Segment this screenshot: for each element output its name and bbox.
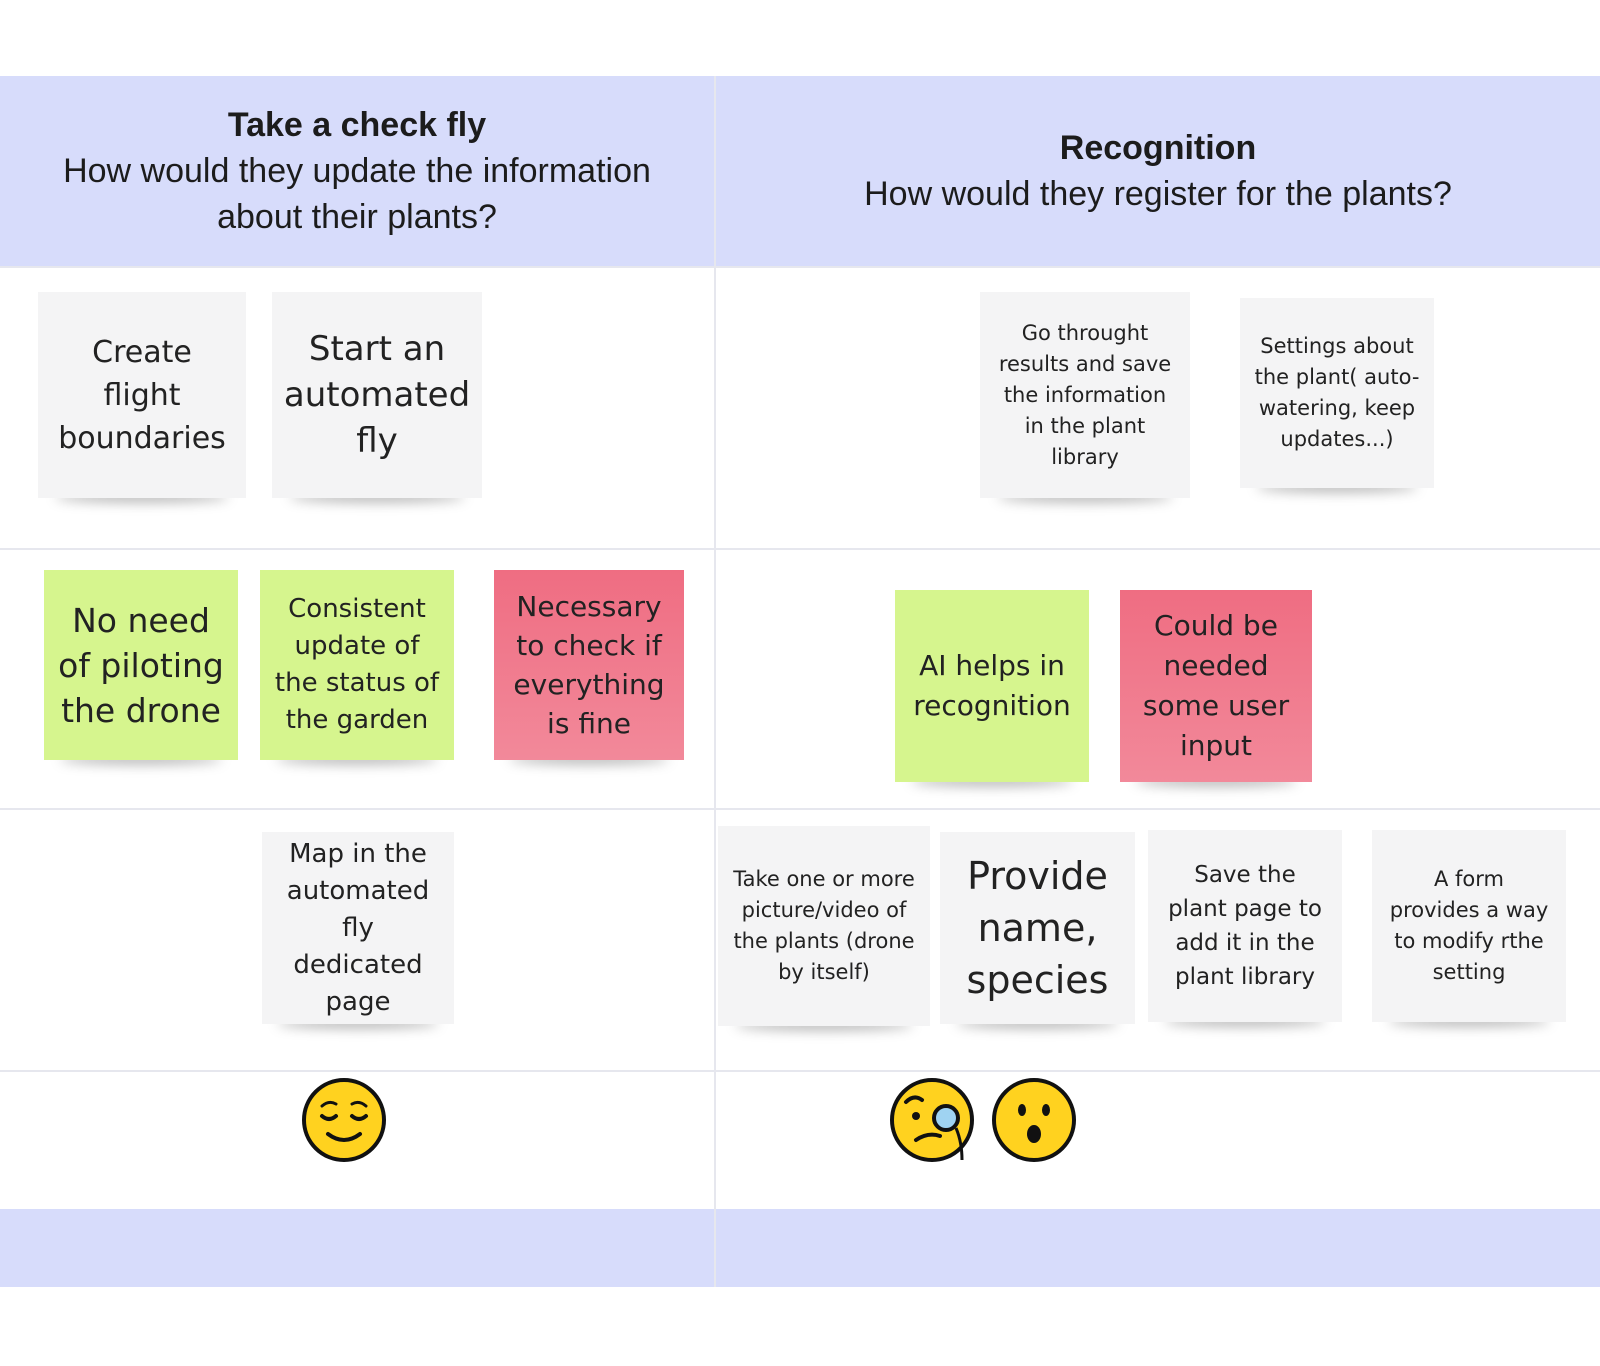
- row-divider: [0, 266, 1600, 268]
- column-header-recognition: Recognition How would they register for …: [716, 76, 1600, 266]
- sticky-note-text: Create flight boundaries: [58, 334, 226, 456]
- sticky-note-text: Go throught results and save the informa…: [998, 320, 1172, 469]
- sticky-note-text: No need of piloting the drone: [58, 600, 224, 730]
- column-footer: [0, 1209, 714, 1287]
- sticky-note-take-picture[interactable]: Take one or more picture/video of the pl…: [718, 826, 930, 1026]
- sticky-note-save-plant-page[interactable]: Save the plant page to add it in the pla…: [1148, 830, 1342, 1022]
- sticky-note-text: Could be needed some user input: [1142, 609, 1290, 762]
- sticky-note-text: Provide name, species: [966, 854, 1109, 1002]
- column-divider: [714, 76, 716, 1287]
- sticky-note-start-automated-fly[interactable]: Start an automated fly: [272, 292, 482, 498]
- column-title: Recognition: [1059, 129, 1257, 167]
- hushed-face-icon: [992, 1078, 1076, 1162]
- sticky-note-text: Necessary to check if everything is fine: [513, 590, 665, 740]
- sticky-note-map-in-automated-fly[interactable]: Map in the automated fly dedicated page: [262, 832, 454, 1024]
- sticky-note-could-be-needed[interactable]: Could be needed some user input: [1120, 590, 1312, 782]
- relieved-face-icon: [302, 1078, 386, 1162]
- sticky-note-text: Save the plant page to add it in the pla…: [1168, 862, 1322, 990]
- journey-board: Take a check fly How would they update t…: [0, 76, 1600, 1287]
- sticky-note-text: Map in the automated fly dedicated page: [286, 838, 430, 1017]
- sticky-note-text: Take one or more picture/video of the pl…: [733, 867, 915, 984]
- sticky-note-text: A form provides a way to modify rthe set…: [1389, 867, 1549, 984]
- sticky-note-form-provides-way[interactable]: A form provides a way to modify rthe set…: [1372, 830, 1566, 1022]
- sticky-note-provide-name-species[interactable]: Provide name, species: [940, 832, 1135, 1024]
- column-header-check-fly: Take a check fly How would they update t…: [0, 76, 714, 266]
- row-divider: [0, 548, 1600, 550]
- face-with-monocle-icon: [890, 1078, 974, 1162]
- sticky-note-create-flight-boundaries[interactable]: Create flight boundaries: [38, 292, 246, 498]
- sticky-note-no-need-of-piloting[interactable]: No need of piloting the drone: [44, 570, 238, 760]
- sticky-note-ai-helps[interactable]: AI helps in recognition: [895, 590, 1089, 782]
- sticky-note-text: Start an automated fly: [283, 329, 471, 461]
- row-divider: [0, 1070, 1600, 1072]
- sticky-note-text: Settings about the plant( auto-watering,…: [1254, 334, 1420, 451]
- sticky-note-text: Consistent update of the status of the g…: [274, 594, 440, 735]
- sticky-note-settings-about-plant[interactable]: Settings about the plant( auto-watering,…: [1240, 298, 1434, 488]
- sticky-note-go-through-results[interactable]: Go throught results and save the informa…: [980, 292, 1190, 498]
- column-footer: [716, 1209, 1600, 1287]
- row-divider: [0, 808, 1600, 810]
- sticky-note-text: AI helps in recognition: [913, 649, 1071, 722]
- sticky-note-necessary-to-check[interactable]: Necessary to check if everything is fine: [494, 570, 684, 760]
- sticky-note-consistent-update[interactable]: Consistent update of the status of the g…: [260, 570, 454, 760]
- column-title: Take a check fly: [227, 106, 487, 144]
- column-subtitle: How would they register for the plants?: [864, 175, 1452, 213]
- column-subtitle: How would they update the information ab…: [63, 152, 651, 236]
